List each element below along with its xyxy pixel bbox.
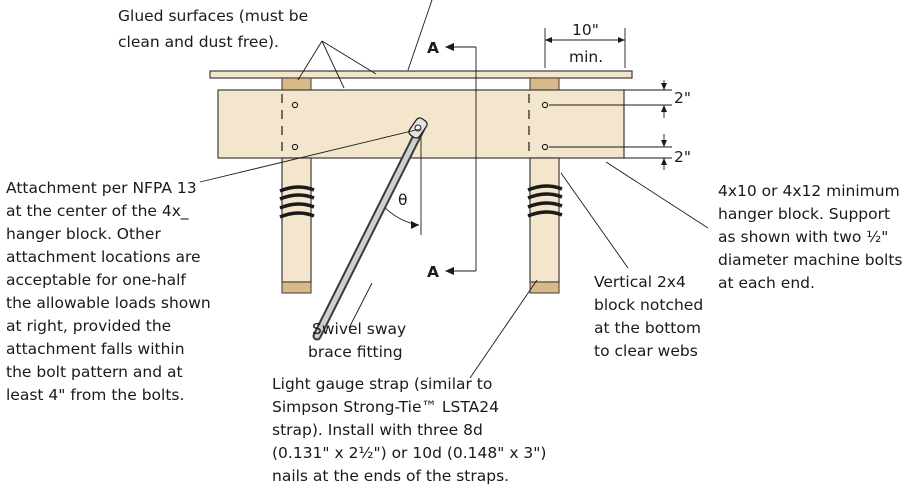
glued-surfaces-label: Glued surfaces (must be clean and dust f… bbox=[118, 7, 313, 51]
angle-theta: θ bbox=[398, 191, 407, 209]
bolt-hole-left-top bbox=[291, 101, 299, 109]
bolt-hole-right-bottom bbox=[541, 143, 549, 151]
vertical-2x4-label: Vertical 2x4 block notched at the bottom… bbox=[594, 273, 708, 360]
swivel-brace-label: Swivel sway brace fitting bbox=[308, 320, 411, 361]
right-vertical-2x4 bbox=[529, 157, 560, 283]
section-label-top: A bbox=[427, 39, 439, 57]
left-vertical-notch bbox=[281, 281, 312, 294]
light-gauge-strap-label: Light gauge strap (similar to Simpson St… bbox=[272, 375, 551, 485]
right-strap-wraps bbox=[527, 184, 563, 218]
bolt-hole-right-top bbox=[541, 101, 549, 109]
left-vertical-2x4 bbox=[281, 157, 312, 283]
section-label-bottom: A bbox=[427, 263, 439, 281]
width-dim-bottom: min. bbox=[569, 48, 603, 66]
top-plank bbox=[209, 70, 633, 79]
sway-brace-rod bbox=[312, 121, 427, 341]
bolt-offset-dim-2: 2" bbox=[674, 148, 691, 166]
left-top-block bbox=[281, 77, 312, 91]
bolt-hole-left-bottom bbox=[291, 143, 299, 151]
left-strap-wraps bbox=[279, 185, 315, 219]
hanger-block-label: 4x10 or 4x12 minimum hanger block. Suppo… bbox=[718, 182, 907, 292]
width-dim-top: 10" bbox=[572, 21, 599, 39]
bolt-offset-dim-1: 2" bbox=[674, 89, 691, 107]
attachment-label: Attachment per NFPA 13 at the center of … bbox=[6, 179, 216, 404]
right-vertical-notch bbox=[529, 281, 560, 294]
right-top-block bbox=[529, 77, 560, 91]
